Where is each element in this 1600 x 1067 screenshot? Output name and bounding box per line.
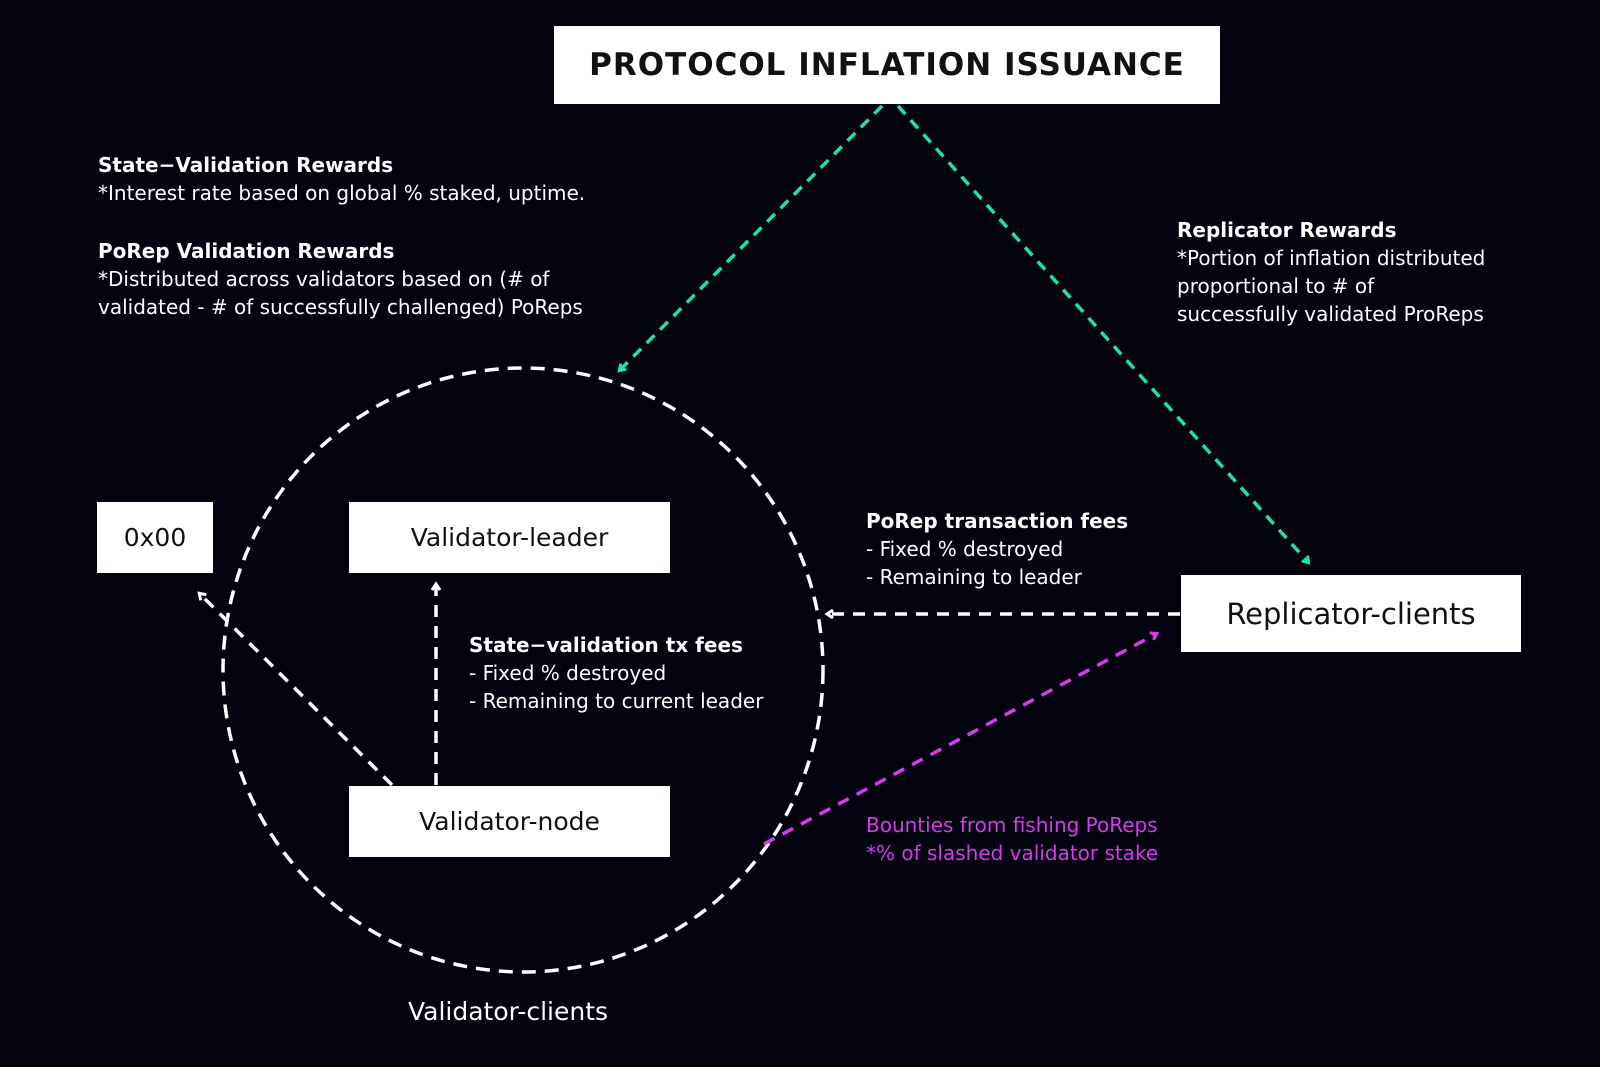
- zero-address-box: 0x00: [97, 502, 213, 573]
- replicator-rewards-label: Replicator Rewards *Portion of inflation…: [1177, 216, 1485, 328]
- validator-clients-circle: [221, 366, 825, 974]
- arrow-inflation-to-validators: [620, 104, 884, 370]
- porep-validation-rewards-label: PoRep Validation Rewards *Distributed ac…: [98, 237, 583, 321]
- replicator-rewards-line: proportional to # of: [1177, 274, 1375, 298]
- state-validation-tx-fees-label: State−validation tx fees - Fixed % destr…: [469, 631, 763, 715]
- bounties-line: *% of slashed validator stake: [866, 841, 1159, 865]
- protocol-inflation-issuance-title: PROTOCOL INFLATION ISSUANCE: [554, 26, 1220, 104]
- validator-leader-box: Validator-leader: [349, 502, 670, 573]
- porep-validation-rewards-line: *Distributed across validators based on …: [98, 267, 550, 291]
- state-validation-rewards-label: State−Validation Rewards *Interest rate …: [98, 151, 585, 207]
- replicator-clients-box: Replicator-clients: [1181, 575, 1521, 652]
- porep-transaction-fees-heading: PoRep transaction fees: [866, 509, 1129, 533]
- bounties-line: Bounties from fishing PoReps: [866, 813, 1158, 837]
- validator-node-box: Validator-node: [349, 786, 670, 857]
- porep-validation-rewards-heading: PoRep Validation Rewards: [98, 239, 395, 263]
- porep-transaction-fees-line: - Remaining to leader: [866, 565, 1082, 589]
- validator-clients-label: Validator-clients: [408, 997, 609, 1026]
- porep-validation-rewards-line: validated - # of successfully challenged…: [98, 295, 583, 319]
- replicator-rewards-line: *Portion of inflation distributed: [1177, 246, 1486, 270]
- arrow-bounties-to-replicators: [763, 634, 1156, 846]
- porep-transaction-fees-line: - Fixed % destroyed: [866, 537, 1064, 561]
- state-validation-rewards-line: *Interest rate based on global % staked,…: [98, 181, 586, 205]
- porep-transaction-fees-label: PoRep transaction fees - Fixed % destroy…: [866, 507, 1128, 591]
- replicator-rewards-line: successfully validated ProReps: [1177, 302, 1484, 326]
- state-validation-rewards-heading: State−Validation Rewards: [98, 153, 394, 177]
- state-validation-tx-fees-line: - Fixed % destroyed: [469, 661, 667, 685]
- state-validation-tx-fees-heading: State−validation tx fees: [469, 633, 743, 657]
- state-validation-tx-fees-line: - Remaining to current leader: [469, 689, 764, 713]
- arrow-node-to-0x00: [200, 594, 394, 787]
- bounties-label: Bounties from fishing PoReps *% of slash…: [866, 811, 1158, 867]
- replicator-rewards-heading: Replicator Rewards: [1177, 218, 1397, 242]
- arrow-inflation-to-replicators: [896, 104, 1308, 562]
